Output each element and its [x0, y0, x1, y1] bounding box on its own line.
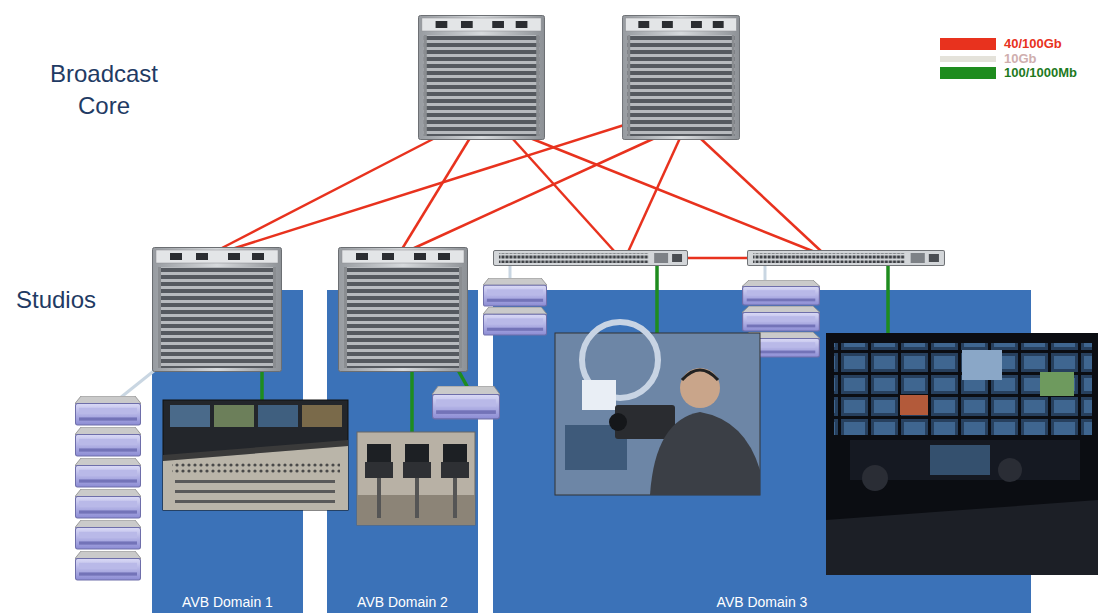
camera-photo-part — [443, 444, 467, 462]
camera-photo-part — [405, 444, 429, 462]
uplink-line — [412, 138, 655, 249]
core-chassis-switch — [622, 16, 739, 140]
av-device — [432, 386, 500, 419]
av-device — [742, 306, 820, 331]
uplink-line — [402, 138, 470, 249]
label-box: Broadcast Core — [36, 58, 172, 122]
control-room-photo — [826, 333, 1098, 575]
gig-line — [655, 264, 659, 335]
control-room-photo-part — [900, 395, 928, 415]
camera-photo-part — [403, 462, 431, 478]
camera-photo-part — [367, 444, 391, 462]
legend-text: 10Gb — [1004, 52, 1037, 66]
av-device — [75, 427, 141, 456]
studio-tor-switch — [748, 251, 945, 266]
av-device — [483, 307, 547, 335]
uplink-line — [686, 257, 747, 260]
studio-chassis-switch — [339, 248, 468, 372]
camera-photo-part — [365, 462, 393, 478]
uplink-line — [700, 138, 822, 252]
camera-photo-part — [415, 478, 419, 518]
control-room-photo-part — [862, 465, 888, 491]
console-photo-part — [214, 405, 254, 427]
console-photo-part — [302, 405, 342, 427]
studio-photo — [555, 322, 760, 495]
studio-photo-part — [609, 413, 627, 431]
control-room-photo-part — [930, 445, 990, 475]
console-photo-part — [258, 405, 298, 427]
av-device — [75, 458, 141, 487]
control-room-photo-part — [834, 343, 1092, 435]
studio-photo-part — [680, 368, 720, 408]
av-device — [483, 278, 547, 306]
switches — [153, 16, 945, 372]
label-box: Studios — [4, 284, 108, 316]
av-device — [75, 489, 141, 518]
camera-photo-part — [453, 478, 457, 518]
studio-chassis-switch — [153, 248, 282, 372]
tier-label: Broadcast Core — [36, 58, 172, 122]
av-devices — [75, 278, 820, 580]
console-photo-part — [175, 490, 335, 493]
control-room-photo-part — [1040, 372, 1074, 396]
camera-photo-part — [357, 432, 475, 525]
control-room-photo-part — [826, 333, 1098, 575]
studio-photo-part — [650, 412, 760, 495]
control-room-photo-part — [998, 458, 1022, 482]
tengig-line — [509, 264, 512, 280]
domain-label: AVB Domain 2 — [357, 593, 448, 611]
camera-photo-part — [377, 478, 381, 518]
domain-label: AVB Domain 1 — [182, 593, 273, 611]
domain-panel: AVB Domain 1 — [152, 290, 303, 613]
console-photo-part — [175, 480, 335, 483]
legend-text: 40/100Gb — [1004, 37, 1062, 51]
uplink-line — [220, 138, 435, 249]
gig-line — [458, 370, 468, 388]
legend-swatch — [940, 56, 996, 62]
studio-photo-part — [582, 380, 616, 410]
av-device — [75, 396, 141, 425]
av-device — [75, 520, 141, 549]
uplink-line — [530, 138, 815, 252]
console-photo-part — [172, 462, 340, 474]
tier-label: Studios — [4, 284, 108, 316]
uplink-line — [628, 138, 680, 252]
legend-swatch — [940, 38, 996, 50]
core-chassis-switch — [418, 16, 544, 140]
domain-panel: AVB Domain 3 — [493, 290, 1031, 613]
console-photo-part — [170, 405, 210, 427]
legend-row: 40/100Gb — [940, 37, 1062, 51]
console-photo-part — [163, 446, 348, 510]
gig-line — [410, 370, 414, 434]
gig-line — [886, 264, 890, 335]
console-photo-part — [175, 500, 335, 503]
console-photo-part — [163, 400, 348, 510]
domain-label: AVB Domain 3 — [717, 593, 808, 611]
console-photo — [163, 400, 348, 510]
studio-photo-part — [682, 370, 718, 380]
domain-panel: AVB Domain 2 — [327, 290, 478, 613]
legend-row: 100/1000Mb — [940, 66, 1077, 80]
legend-row: 10Gb — [940, 52, 1037, 66]
control-room-photo-part — [962, 350, 1002, 380]
legend-swatch — [940, 67, 996, 79]
legend-text: 100/1000Mb — [1004, 66, 1077, 80]
tengig-line — [764, 264, 767, 282]
gig-line — [260, 370, 264, 402]
uplink-lines — [220, 120, 822, 258]
control-room-photo-part — [826, 500, 1098, 575]
studio-tor-switch — [493, 251, 687, 266]
av-device — [742, 280, 820, 305]
camera-photo-part — [441, 462, 469, 478]
camera-photo — [357, 432, 475, 525]
av-device — [75, 551, 141, 580]
